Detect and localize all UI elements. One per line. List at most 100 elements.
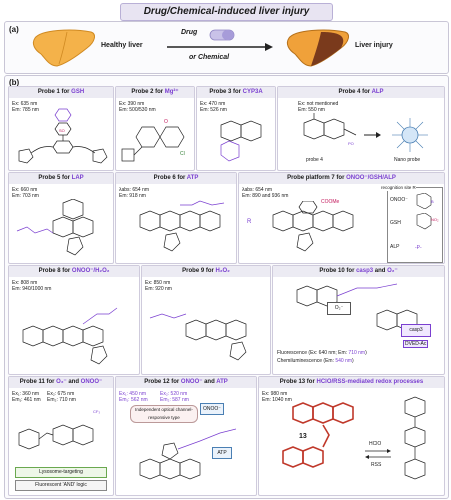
probe-7-em: Em: 890 and 936 nm bbox=[242, 193, 289, 199]
probe-8-panel: Probe 8 for ONOO⁻/H₂O₂ Ex: 808 nm Em: 94… bbox=[8, 265, 140, 375]
and-logic-tag: Fluorescent 'AND' logic bbox=[15, 480, 107, 491]
probe-13-ex: Ex: 980 nm bbox=[262, 391, 288, 397]
probe-11-panel: Probe 11 for O₂⁻ and ONOO⁻ Ex₁: 360 nm E… bbox=[8, 376, 114, 496]
recognition-site-box bbox=[387, 187, 443, 263]
pill-icon bbox=[209, 29, 235, 41]
svg-text:-P-: -P- bbox=[415, 245, 422, 251]
probe-10-panel: Probe 10 for casp3 and O₂⁻ O₂⁻ casp3 DVE… bbox=[272, 265, 445, 375]
svg-text:O: O bbox=[164, 119, 168, 125]
drug-label: Drug bbox=[181, 29, 198, 36]
probe-12-panel: Probe 12 for ONOO⁻ and ATP Ex₁: 450 nm E… bbox=[115, 376, 257, 496]
probe-7-gsh-label: GSH bbox=[390, 220, 401, 226]
probe-9-em: Em: 920 nm bbox=[145, 286, 172, 292]
hclo-label: HClO bbox=[369, 441, 382, 447]
redox-arrows-icon bbox=[365, 449, 391, 459]
probe-4-em: Em: 550 nm bbox=[298, 107, 325, 113]
probe-7-site-label: recognition site R bbox=[381, 185, 416, 191]
panel-a-label: (a) bbox=[9, 25, 19, 34]
probe-11-ex1: Ex₁: 360 nm bbox=[12, 391, 39, 397]
panel-a: (a) Healthy liver Drug or Chemical Liver… bbox=[4, 21, 449, 74]
probe-8-ex: Ex: 808 nm bbox=[12, 280, 38, 286]
probe-5-structure bbox=[16, 199, 94, 256]
probe-8-em: Em: 940/1000 nm bbox=[12, 286, 52, 292]
probe-4-panel: Probe 4 for ALP Ex: not mentioned Em: 55… bbox=[277, 86, 445, 171]
probe-7-ex: λabs: 654 nm bbox=[242, 187, 273, 193]
probe-1-em: Em: 785 nm bbox=[12, 107, 39, 113]
probe-5-panel: Probe 5 for LAP Ex: 660 nm Em: 703 nm bbox=[8, 172, 114, 264]
probe-11-ex2: Ex₂: 675 nm bbox=[47, 391, 75, 397]
probe-9-header: Probe 9 for H₂O₂ bbox=[142, 266, 270, 277]
probe-7-structure: R bbox=[247, 201, 354, 252]
svg-text:NO₂: NO₂ bbox=[431, 217, 439, 222]
probe-1-ex: Ex: 635 nm bbox=[12, 101, 38, 107]
svg-text:R: R bbox=[247, 219, 252, 225]
o2-box: O₂⁻ bbox=[327, 302, 351, 315]
probe-13-panel: Probe 13 for HClO/RSS-mediated redox pro… bbox=[258, 376, 445, 496]
probe-8-header: Probe 8 for ONOO⁻/H₂O₂ bbox=[9, 266, 139, 277]
probe-13-header: Probe 13 for HClO/RSS-mediated redox pro… bbox=[259, 377, 444, 388]
probe-13-oxidized-structure bbox=[404, 396, 426, 480]
probe-13-number: 13 bbox=[299, 433, 307, 440]
probe-4-arrow bbox=[364, 132, 381, 138]
healthy-liver-label: Healthy liver bbox=[101, 42, 143, 49]
nano-probe-icon bbox=[392, 118, 428, 152]
probe-13-em: Em: 1040 nm bbox=[262, 397, 292, 403]
probe-10-fluorescence: Fluorescence (Ex: 640 nm; Em: 710 nm) bbox=[277, 350, 367, 356]
injured-liver-icon bbox=[286, 29, 349, 67]
independent-channel-tag: Independent optical channel-responsive t… bbox=[130, 405, 198, 423]
probe-12-em2: Em₂: 587 nm bbox=[160, 397, 189, 403]
probe-12-ex2: Ex₂: 520 nm bbox=[160, 391, 188, 397]
probe-9-ex: Ex: 850 nm bbox=[145, 280, 171, 286]
probe-12-ex1: Ex₁: 450 nm bbox=[119, 391, 146, 397]
probe-6-ex: λabs: 654 nm bbox=[119, 187, 150, 193]
probe-1-structure: SO bbox=[18, 108, 108, 164]
onoo-box: ONOO⁻ bbox=[200, 403, 224, 415]
rss-label: RSS bbox=[371, 462, 382, 468]
probe-1-header: Probe 1 for GSH bbox=[9, 87, 113, 98]
probe-6-structure bbox=[139, 200, 225, 252]
probe-11-em1: Em₁: 461 nm bbox=[12, 397, 41, 403]
probe-4-structure: PO bbox=[303, 113, 357, 146]
probe-7-header: Probe platform 7 for ONOO⁻/GSH/ALP bbox=[239, 173, 444, 184]
probe-9-structure bbox=[149, 313, 247, 361]
svg-text:SO: SO bbox=[59, 128, 65, 133]
alp-group-icon: -P- bbox=[415, 245, 422, 251]
probe-2-panel: Probe 2 for Mg²⁺ Ex: 390 nm Em: 500/530 … bbox=[115, 86, 195, 171]
probe-12-em1: Em₁: 562 nm bbox=[119, 397, 148, 403]
healthy-liver-icon bbox=[32, 29, 95, 67]
probe-7-alp-label: ALP bbox=[390, 244, 400, 250]
probe-11-em2: Em₂: 710 nm bbox=[47, 397, 76, 403]
svg-text:Cl: Cl bbox=[180, 151, 185, 157]
probe-3-ex: Ex: 470 nm bbox=[200, 101, 226, 107]
probe-6-panel: Probe 6 for ATP λabs: 654 nm Em: 918 nm bbox=[115, 172, 237, 264]
probe-3-structure bbox=[220, 120, 262, 162]
probe-2-ex: Ex: 390 nm bbox=[119, 101, 145, 107]
casp3-box: casp3 bbox=[401, 324, 431, 337]
arrow-icon bbox=[167, 43, 273, 51]
svg-text:PO: PO bbox=[348, 141, 354, 146]
probe-2-structure: O Cl bbox=[121, 119, 185, 162]
probe-1-panel: Probe 1 for GSH Ex: 635 nm Em: 785 nm SO bbox=[8, 86, 114, 171]
probe-2-em: Em: 500/530 nm bbox=[119, 107, 156, 113]
probe-5-ex: Ex: 660 nm bbox=[12, 187, 38, 193]
or-chemical-label: or Chemical bbox=[189, 54, 230, 61]
probe-4-ex: Ex: not mentioned bbox=[298, 101, 339, 107]
svg-text:CF₃: CF₃ bbox=[93, 409, 100, 414]
svg-text:B: B bbox=[431, 199, 434, 204]
probe-7-panel: Probe platform 7 for ONOO⁻/GSH/ALP λabs:… bbox=[238, 172, 445, 264]
probe-6-em: Em: 918 nm bbox=[119, 193, 146, 199]
probe-7-coome: COOMe bbox=[321, 199, 340, 205]
probe-5-em: Em: 703 nm bbox=[12, 193, 39, 199]
gsh-group-icon: NO₂ bbox=[416, 213, 439, 230]
probe-3-em: Em: 526 nm bbox=[200, 107, 227, 113]
probe-4-sub2: Nano probe bbox=[394, 157, 421, 163]
probe-3-panel: Probe 3 for CYP3A Ex: 470 nm Em: 526 nm bbox=[196, 86, 276, 171]
probe-11-header: Probe 11 for O₂⁻ and ONOO⁻ bbox=[9, 377, 113, 388]
probe-5-header: Probe 5 for LAP bbox=[9, 173, 113, 184]
probe-4-sub1: probe 4 bbox=[306, 157, 323, 163]
probe-10-chemiluminescence: Chemiluminescence (Em: 540 nm) bbox=[277, 358, 354, 364]
dved-ac-label: DVED-Ac bbox=[403, 340, 429, 348]
probe-13-structure bbox=[282, 402, 354, 468]
probe-6-header: Probe 6 for ATP bbox=[116, 173, 236, 184]
probe-11-structure: CF₃ bbox=[18, 409, 100, 450]
